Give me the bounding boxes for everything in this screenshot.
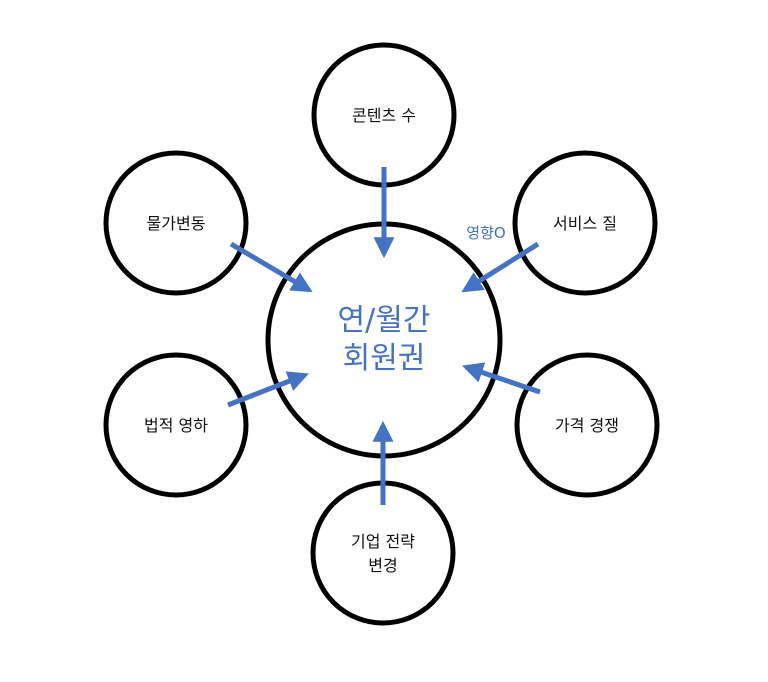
edge-label-influence: 영향O bbox=[466, 224, 505, 242]
node-label-price-change: 물가변동 bbox=[147, 214, 206, 233]
node-label-corporate-strategy-line2: 변경 bbox=[368, 556, 397, 575]
node-label-price-competition: 가격 경쟁 bbox=[555, 416, 619, 435]
center-label-line2: 회원권 bbox=[343, 341, 426, 376]
node-circle-service-quality bbox=[512, 150, 658, 296]
node-circle-price-competition bbox=[514, 352, 660, 498]
arrow-price-competition bbox=[462, 362, 541, 395]
center-label-line1: 연/월간 bbox=[338, 303, 431, 338]
arrow-price-change bbox=[229, 241, 313, 293]
node-label-service-quality: 서비스 질 bbox=[553, 214, 617, 233]
node-circle-price-change bbox=[103, 150, 249, 296]
node-label-content-count: 콘텐츠 수 bbox=[352, 106, 416, 125]
arrow-legal-impact bbox=[227, 371, 309, 408]
center-circle bbox=[265, 221, 503, 459]
node-label-corporate-strategy-line1: 기업 전략 bbox=[351, 532, 415, 551]
node-label-legal-impact: 법적 영하 bbox=[144, 416, 208, 435]
arrow-service-quality bbox=[461, 241, 540, 293]
node-circle-legal-impact bbox=[103, 352, 249, 498]
